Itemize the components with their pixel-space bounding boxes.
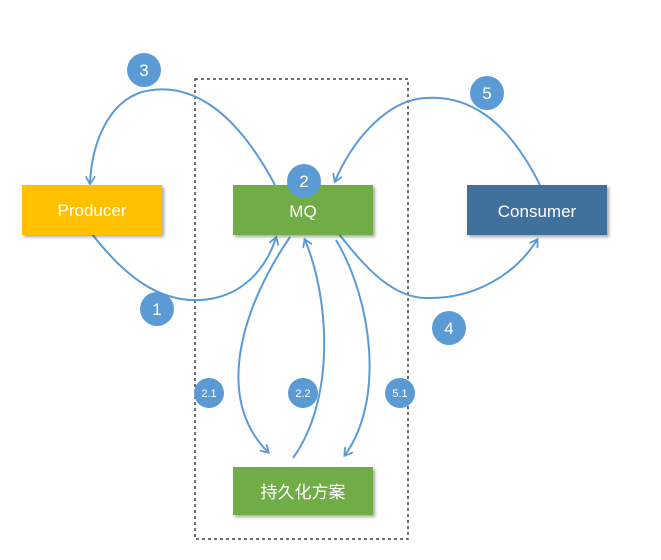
badge-step-2-1-label: 2.1 bbox=[201, 388, 216, 400]
persistence-box bbox=[233, 467, 373, 515]
mq-label: MQ bbox=[289, 202, 316, 221]
badge-step-1-label: 1 bbox=[152, 300, 161, 319]
arrow-step-3 bbox=[90, 88, 276, 185]
arrow-step-4 bbox=[337, 232, 537, 300]
badge-step-2-2-label: 2.2 bbox=[295, 388, 310, 400]
badge-step-3-label: 3 bbox=[139, 61, 148, 80]
badge-step-5-1-label: 5.1 bbox=[392, 388, 407, 400]
badge-step-3: 3 bbox=[127, 53, 161, 87]
producer-label: Producer bbox=[58, 201, 127, 220]
badge-step-2: 2 bbox=[287, 164, 321, 198]
persistence-label: 持久化方案 bbox=[261, 483, 346, 502]
badge-step-2-2: 2.2 bbox=[288, 378, 318, 408]
arrow-step-5 bbox=[335, 96, 541, 186]
badge-step-5-1: 5.1 bbox=[385, 378, 415, 408]
badge-step-2-1: 2.1 bbox=[194, 378, 224, 408]
consumer-label: Consumer bbox=[498, 202, 577, 221]
producer-box bbox=[22, 185, 162, 235]
badge-step-5-label: 5 bbox=[482, 84, 491, 103]
arrow-step-5-1 bbox=[335, 239, 371, 455]
consumer-box bbox=[467, 185, 607, 235]
arrow-step-2-2 bbox=[292, 240, 326, 459]
badge-step-4-label: 4 bbox=[444, 319, 453, 338]
badge-step-5: 5 bbox=[470, 76, 504, 110]
arrow-step-2-1 bbox=[237, 236, 291, 452]
badge-step-4: 4 bbox=[432, 311, 466, 345]
mq-boundary bbox=[194, 78, 409, 540]
badge-step-2-label: 2 bbox=[299, 172, 308, 191]
badge-step-1: 1 bbox=[140, 292, 174, 326]
arrow-step-1 bbox=[91, 233, 276, 302]
